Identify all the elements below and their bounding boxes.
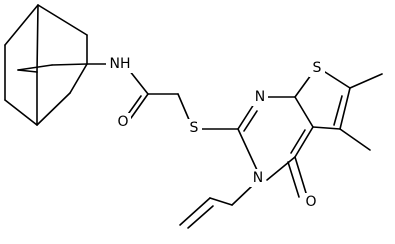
ketone-bond <box>287 156 307 198</box>
atom-sulfur-thioether: S <box>190 120 199 136</box>
adamantane-cage <box>4 4 88 126</box>
methyl-groups <box>339 73 383 151</box>
amide-linker <box>86 63 191 123</box>
atom-nitrogen-ring: N <box>255 89 265 105</box>
atom-sulfur-thiophene: S <box>313 60 322 76</box>
thiophene-ring <box>294 71 351 130</box>
atom-oxygen-ketone: O <box>305 194 316 210</box>
allyl-chain <box>179 185 253 229</box>
atom-oxygen-amide: O <box>117 114 128 130</box>
atom-labels: NH O S N N O S <box>106 55 325 211</box>
bonds <box>4 4 383 229</box>
atom-nh: NH <box>110 56 131 72</box>
pyrimidinone-ring <box>200 96 314 181</box>
atom-nitrogen-allyl: N <box>253 170 263 186</box>
